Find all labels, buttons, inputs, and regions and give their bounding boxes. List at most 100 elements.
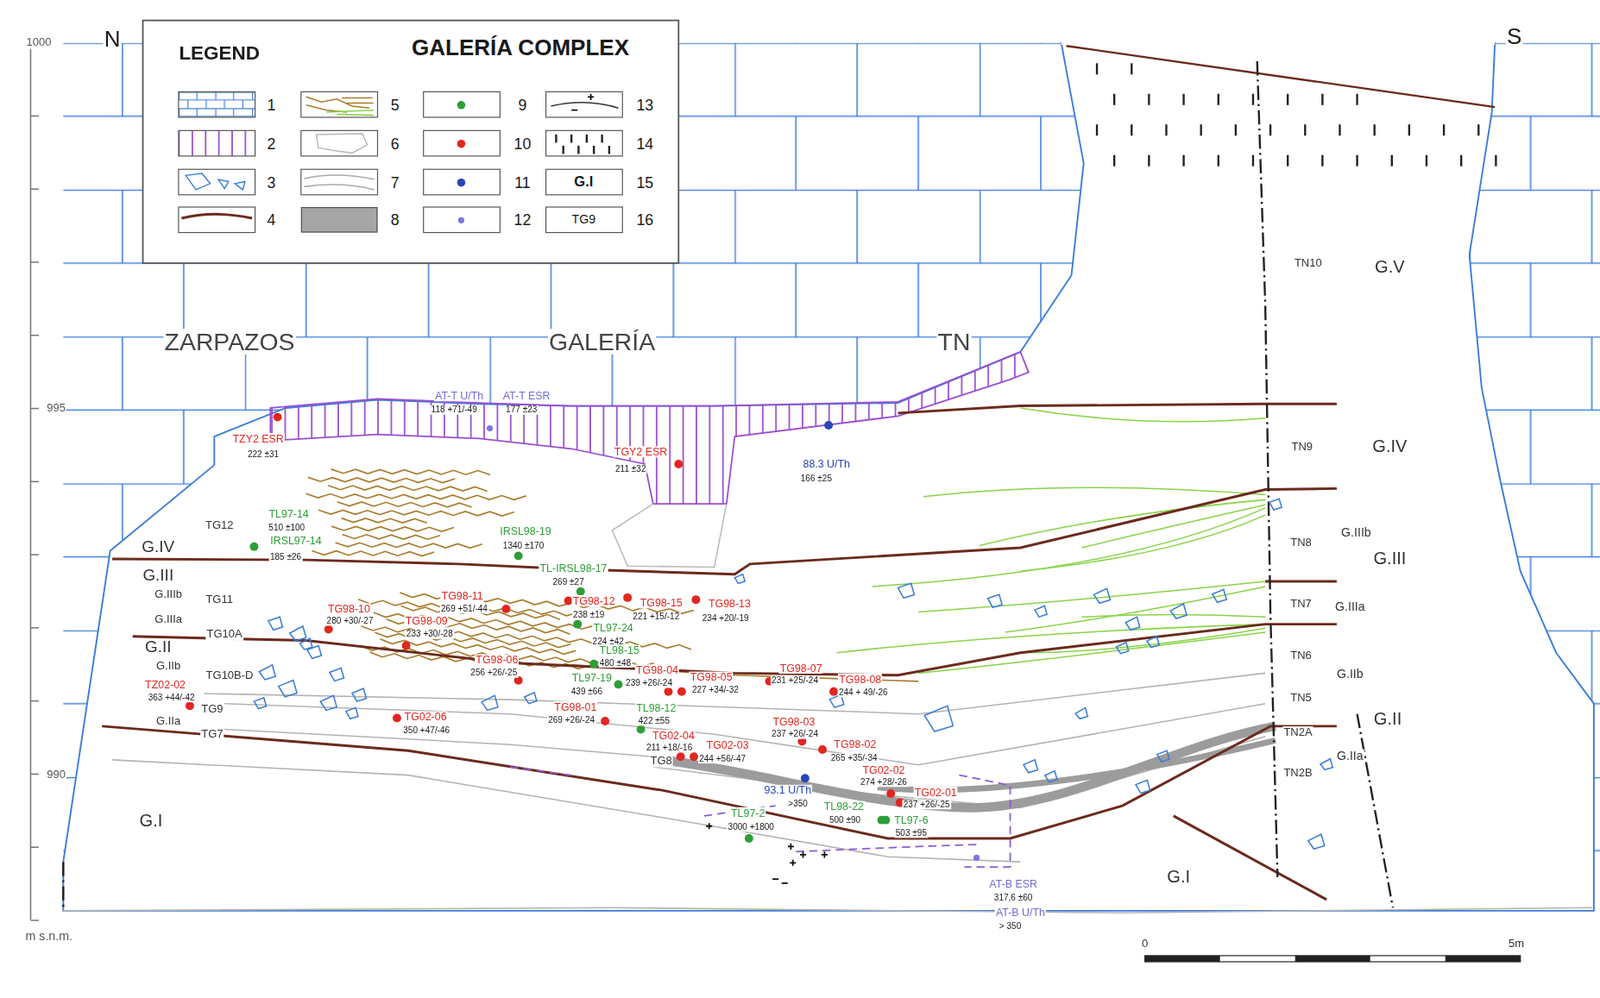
limestone-blocks <box>253 498 1333 850</box>
polarity-signs-part <box>705 823 828 884</box>
level-label: TN6 <box>1289 649 1313 662</box>
date-value: 269 +51/-44 <box>440 604 489 615</box>
limestone-blocks-part <box>1045 771 1058 783</box>
legend-box-part-part <box>301 91 378 118</box>
legend-sample-text: G.I <box>573 174 594 189</box>
limestone-blocks-part <box>1034 605 1047 618</box>
sample-id: TL97-2 <box>730 807 767 819</box>
fill-dashes-part <box>1130 124 1133 136</box>
scale-label: 0 <box>1140 938 1150 951</box>
date-value: 269 ±27 <box>551 578 586 588</box>
sample-id: TG98-07 <box>779 662 824 675</box>
fill-dashes-part <box>1113 94 1115 106</box>
legend-box-part-part <box>423 169 501 196</box>
dashed-contours-part <box>795 844 980 852</box>
gray-band-part <box>877 740 1276 790</box>
level-label: TN10 <box>1293 257 1323 270</box>
sample-dots-part <box>324 625 334 635</box>
legend-box-part-part <box>546 130 624 157</box>
fill-dashes-part <box>1408 124 1411 136</box>
sample-id: TG98-04 <box>635 664 680 676</box>
limestone-blocks-part <box>258 665 276 681</box>
legend-number: 11 <box>513 174 532 191</box>
sample-id: TGY2 ESR <box>613 446 669 458</box>
legend-box-part-part <box>178 91 256 118</box>
legend-number: 8 <box>389 212 400 229</box>
scale-bar-part <box>1145 956 1521 963</box>
level-label: TG9 <box>200 703 225 716</box>
date-value: 231 +25/-24 <box>770 675 819 686</box>
sample-id: AT-T ESR <box>502 390 552 402</box>
level-label: TN9 <box>1290 440 1314 454</box>
fill-dashes-part <box>1494 155 1497 167</box>
date-value: 237 +26/-25 <box>901 800 951 811</box>
sample-id: IRSL97-14 <box>269 535 323 547</box>
legend-box-part <box>571 94 594 111</box>
unit-label: G.IIa <box>1335 749 1365 763</box>
elevation-axis-part <box>30 334 38 337</box>
laminated-lines-part <box>305 493 526 500</box>
dashed-contours-part <box>958 775 1010 868</box>
section-lines-part <box>62 862 64 912</box>
sample-id: AT-T U/Th <box>434 390 485 402</box>
sample-dots <box>185 413 980 862</box>
fill-dashes-part <box>1096 62 1098 75</box>
date-value: 211 +18/-16 <box>645 743 694 753</box>
limestone-blocks-part <box>898 583 915 599</box>
date-value: 480 ±48 <box>598 658 633 668</box>
legend-box-part <box>181 214 252 219</box>
legend-box-part <box>458 217 465 224</box>
legend-box-part-part <box>546 91 624 118</box>
date-value: 422 ±55 <box>637 717 672 727</box>
laminated-lines-part <box>311 550 435 556</box>
legend-box-part-part <box>546 169 624 196</box>
unit-label: G.IIb <box>155 660 183 673</box>
limestone-blocks-part <box>352 688 367 702</box>
section-label: ZARPAZOS <box>163 328 296 355</box>
fill-dashes-part <box>1477 124 1480 136</box>
sample-dots-part <box>677 687 687 697</box>
level-label: TG10A <box>205 629 244 642</box>
date-value: > 350 <box>998 921 1023 932</box>
sample-dots-part <box>402 641 411 650</box>
fan-lines-part <box>918 632 1266 674</box>
unit-label: G.III <box>1372 549 1407 568</box>
laminated-lines-part <box>340 518 427 524</box>
sample-id: TG98-10 <box>327 603 372 615</box>
sample-id: TL98-15 <box>598 645 641 657</box>
section-lines-part <box>1257 61 1279 878</box>
limestone-blocks-part <box>1308 834 1325 850</box>
sample-dots-part <box>824 421 833 430</box>
laminated-lines-part <box>337 502 473 508</box>
sample-dots-part <box>486 425 493 432</box>
date-value: 227 +34/-32 <box>691 686 740 696</box>
unit-label: G.II <box>144 639 173 657</box>
fan-lines-part <box>918 581 1266 612</box>
limestone-blocks-part <box>1170 604 1187 619</box>
limestone-blocks-part <box>1023 760 1039 774</box>
limestone-blocks-part <box>988 594 1003 608</box>
bedding-lines <box>62 673 1592 914</box>
sample-dots-part <box>600 717 610 726</box>
sample-dots-part <box>689 752 699 762</box>
level-label: TG7 <box>200 729 225 742</box>
legend-number: 10 <box>512 135 532 152</box>
fill-dashes-part <box>1147 155 1150 167</box>
sample-dots-part <box>614 680 624 689</box>
legend-title: GALERÍA COMPLEX <box>410 36 630 60</box>
speleothem-crust-part <box>270 352 1029 504</box>
sample-dots-part <box>674 459 683 469</box>
legend-number: 4 <box>265 212 277 229</box>
limestone-blocks-part <box>1269 498 1282 511</box>
sample-id: TG98-11 <box>440 590 484 602</box>
date-value: >350 <box>787 799 809 809</box>
sample-id: TL97-24 <box>592 623 635 635</box>
laminated-lines-part <box>335 542 483 549</box>
elevation-axis <box>30 43 38 921</box>
limestone-blocks-part <box>1212 589 1228 603</box>
sample-dots-part <box>691 595 700 605</box>
legend-box-part <box>303 175 375 190</box>
legend-box <box>143 20 680 264</box>
elevation-axis-part <box>30 188 38 190</box>
